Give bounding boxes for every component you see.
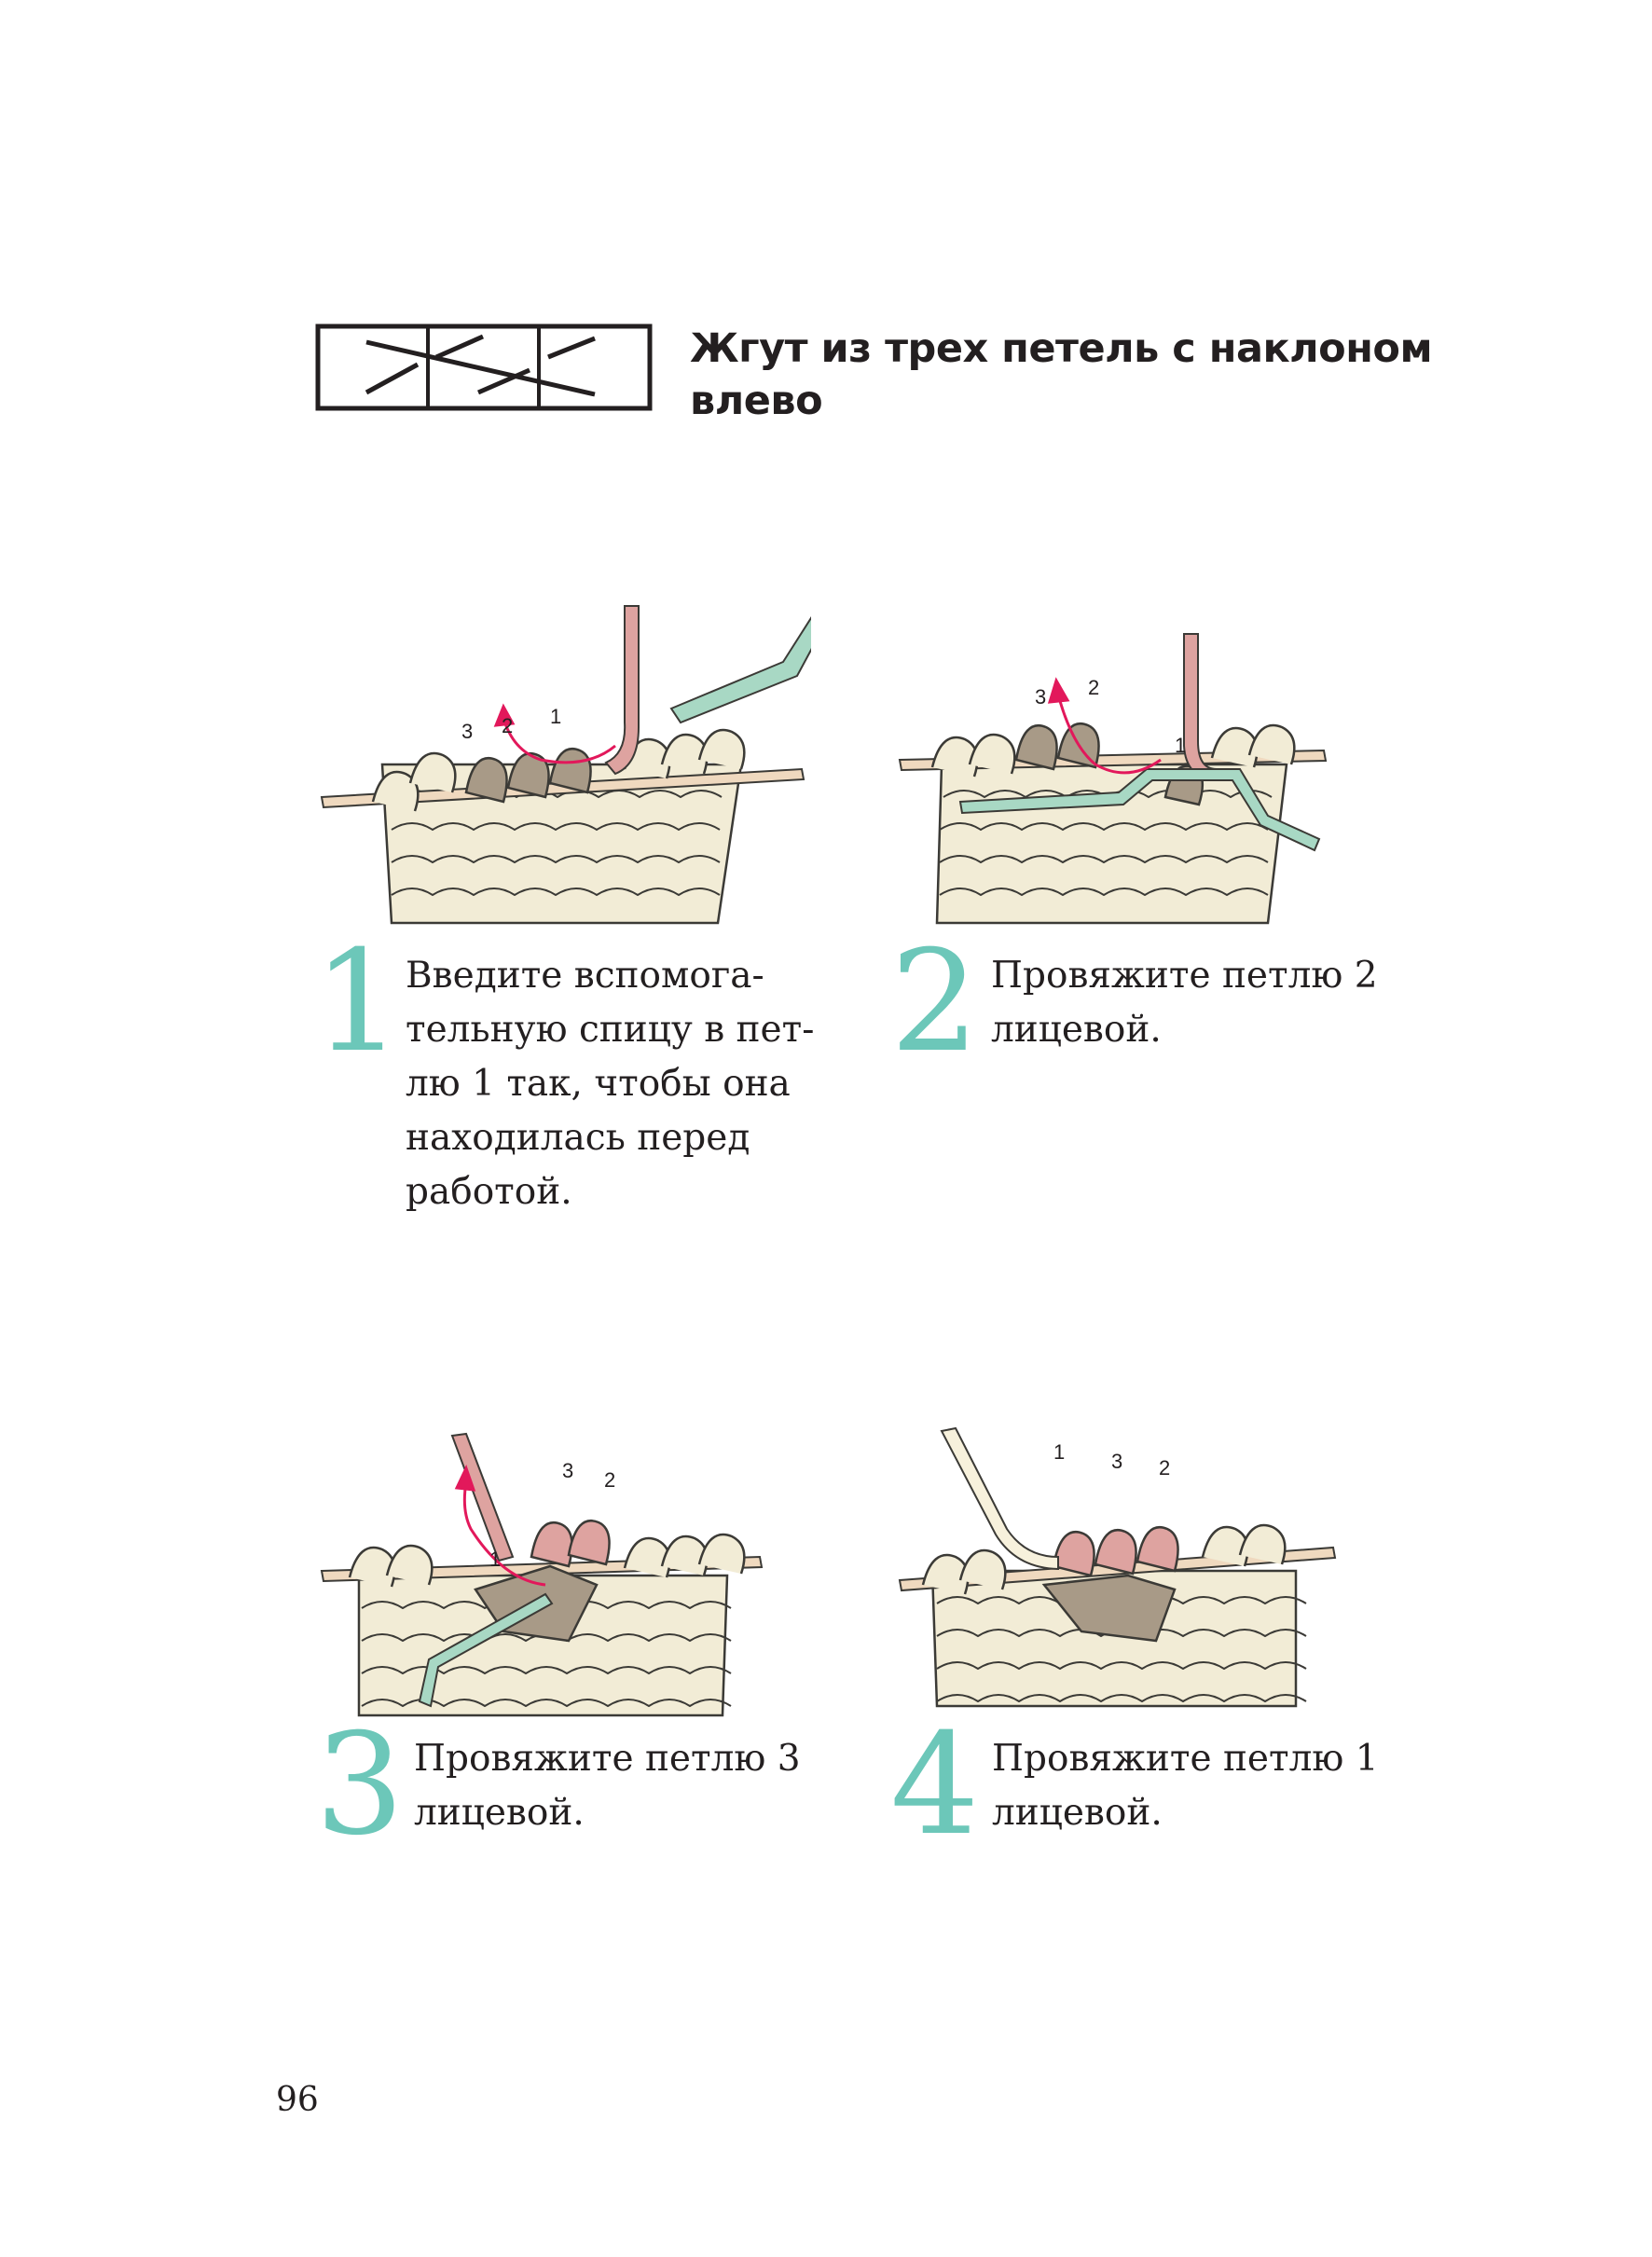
stitch-label: 3 [562,1459,573,1482]
stitch-label: 3 [1035,685,1046,709]
working-yarn [604,605,640,776]
step-1-illustration: 3 2 1 [320,605,811,925]
cable-chart-symbol [315,323,653,411]
step-2-number: 2 [890,921,980,1083]
stitch-label: 1 [1175,734,1186,757]
needle-loops [371,728,746,812]
left-needle [320,767,805,809]
stitch-label: 2 [1159,1456,1170,1479]
step-1-text: Введите вспомога- тельную спицу в пет- л… [406,955,815,1213]
stitch-label: 2 [502,714,513,737]
step-2-illustration: 3 2 1 [898,633,1328,925]
title-line-1: Жгут из трех петель с наклоном [690,325,1433,372]
title-line-2: влево [690,378,823,424]
cable-stitches [464,748,592,804]
stitch-label: 2 [604,1468,615,1492]
step-4-text: Провяжите петлю 1 лицевой. [992,1738,1379,1834]
stitch-label: 3 [461,720,473,743]
step-3-illustration: 3 2 1 [320,1432,764,1717]
page-number: 96 [276,2081,319,2119]
stitch-label: 1 [1053,1440,1065,1464]
fabric-stitch-rows [391,790,723,897]
stitch-label: 1 [489,1548,501,1571]
step-3-number: 3 [315,1704,405,1866]
step-1-number: 1 [313,921,403,1083]
stitch-label: 2 [1088,676,1099,699]
step-4-number: 4 [890,1704,980,1866]
stitch-label: 1 [550,705,561,728]
step-3-text: Провяжите петлю 3 лицевой. [414,1738,801,1834]
insertion-arrow [493,703,616,764]
step-4-illustration: 1 3 2 [898,1426,1337,1708]
cable-needle [669,615,811,724]
step-2-text: Провяжите петлю 2 лицевой. [991,955,1378,1051]
page-title: Жгут из трех петель с наклоном влево [690,323,1454,427]
stitch-label: 3 [1111,1450,1122,1473]
